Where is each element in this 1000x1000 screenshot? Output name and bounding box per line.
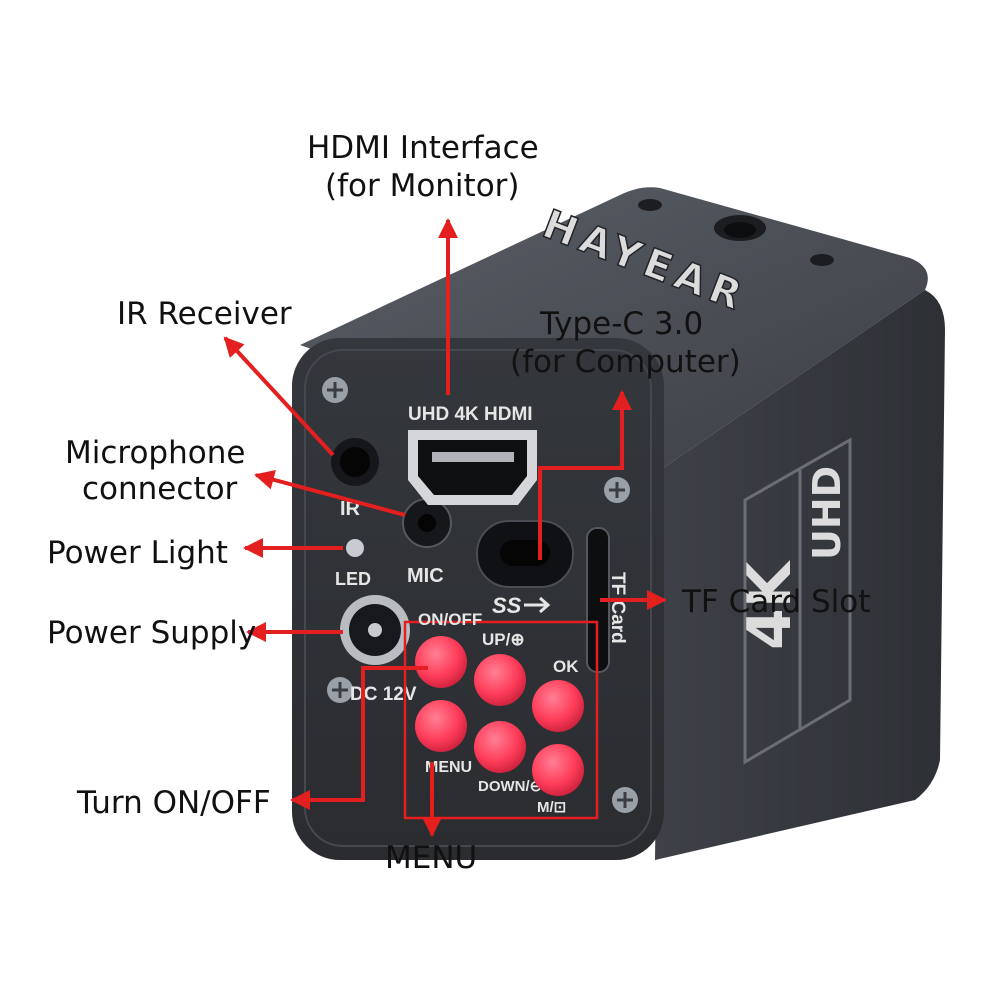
callout-turn-on-off: Turn ON/OFF <box>76 785 271 821</box>
arrow-turn-on-off <box>290 666 428 810</box>
arrow-ir <box>223 336 335 457</box>
microphone-jack <box>402 498 452 548</box>
4k-uhd-badge: 4K UHD <box>735 437 852 765</box>
up-label: UP/⊕ <box>482 630 525 649</box>
ok-label: OK <box>553 657 579 676</box>
arrow-mic <box>254 470 406 517</box>
screw-bottom-right <box>612 787 638 813</box>
led-label: LED <box>335 569 371 589</box>
callout-arrows <box>223 218 667 837</box>
callout-typec-line1: Type-C 3.0 <box>539 306 703 342</box>
mode-label: M/⊡ <box>537 799 566 816</box>
callout-menu: MENU <box>385 840 477 876</box>
dc-power-jack <box>340 595 410 665</box>
mode-button[interactable] <box>532 744 584 796</box>
callout-power-light: Power Light <box>47 535 228 571</box>
callout-tf-card-slot: TF Card Slot <box>681 584 870 620</box>
screw-bottom-left <box>327 677 353 703</box>
camera-body: HAYEAR 4K UHD IR <box>292 187 945 860</box>
callout-power-supply: Power Supply <box>47 615 256 651</box>
menu-button[interactable] <box>415 700 467 752</box>
ss-label: SS <box>492 593 522 618</box>
on-off-button[interactable] <box>415 636 467 688</box>
mic-label: MIC <box>407 565 444 587</box>
screw-top-right <box>604 477 630 503</box>
menu-label: MENU <box>425 759 472 776</box>
dc-label: DC 12V <box>350 684 417 705</box>
callout-ir-receiver: IR Receiver <box>117 296 292 332</box>
hdmi-label: UHD 4K HDMI <box>408 404 533 425</box>
down-label: DOWN/⊖ <box>478 778 542 795</box>
screw-hole-top-right <box>810 254 834 266</box>
arrow-typec <box>538 390 632 560</box>
ir-receiver-port <box>331 438 379 486</box>
badge-4k: 4K <box>735 559 805 650</box>
screw-hole-top-left <box>638 199 662 211</box>
callout-mic-line1: Microphone <box>65 435 245 471</box>
down-button[interactable] <box>474 721 526 773</box>
on-off-label: ON/OFF <box>418 610 482 629</box>
usb-symbol-icon <box>524 596 551 614</box>
badge-uhd: UHD <box>805 466 849 560</box>
callout-typec-line2: (for Computer) <box>510 344 741 380</box>
callout-mic-line2: connector <box>82 471 238 507</box>
callout-hdmi-line1: HDMI Interface <box>307 130 539 166</box>
button-panel-outline <box>403 620 599 820</box>
power-led <box>346 539 364 557</box>
ok-button[interactable] <box>532 680 584 732</box>
screw-top-left <box>322 377 348 403</box>
callout-hdmi-line2: (for Monitor) <box>325 168 520 204</box>
tf-label: TF Card <box>607 572 628 644</box>
tripod-mount-hole <box>714 215 766 241</box>
up-button[interactable] <box>474 654 526 706</box>
